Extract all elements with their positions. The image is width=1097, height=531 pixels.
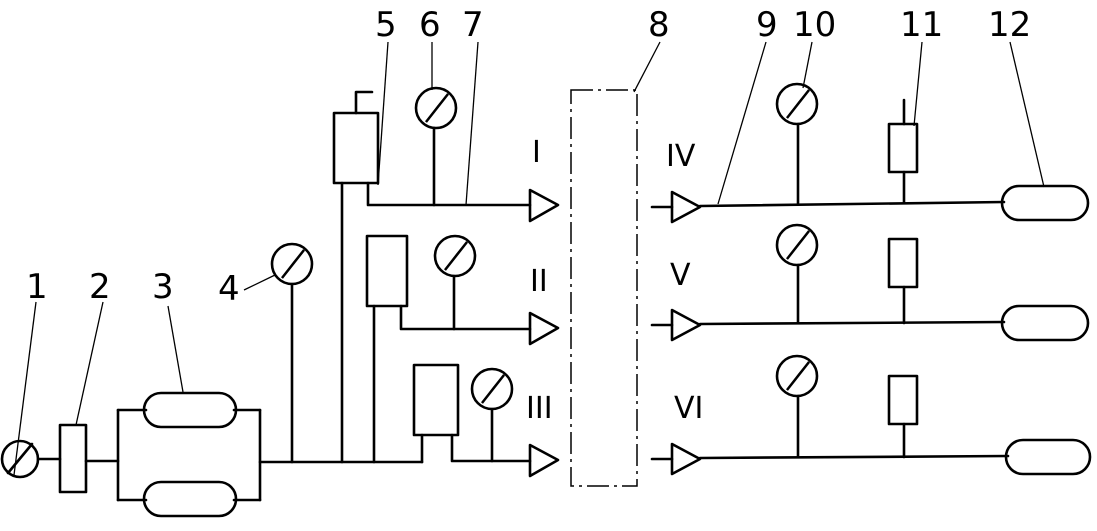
regulator-block-1 xyxy=(332,111,380,185)
port-label-ii: II xyxy=(530,264,548,299)
receiver-tank-lower xyxy=(142,480,238,518)
part-label-8: 8 xyxy=(648,5,670,45)
flow-direction-icon xyxy=(670,190,702,224)
outlet-branch-5 xyxy=(650,223,1090,342)
outlet-branch-6 xyxy=(650,354,1092,476)
flow-direction-icon xyxy=(528,311,560,346)
pressure-gauge-icon xyxy=(775,354,819,398)
valve-block-5 xyxy=(887,237,919,289)
part-label-4: 4 xyxy=(218,269,240,309)
branch-1 xyxy=(332,86,560,464)
outlet-branch-4 xyxy=(650,82,1090,224)
receiver-tanks xyxy=(116,391,262,518)
load-tank-6 xyxy=(1004,438,1092,476)
leader-lines xyxy=(13,41,1045,476)
port-label-vi: VI xyxy=(674,391,703,426)
part-label-3: 3 xyxy=(152,267,174,307)
load-tank-5 xyxy=(1000,304,1090,342)
flow-direction-icon xyxy=(528,188,560,223)
pressure-gauge-icon xyxy=(775,82,819,126)
pressure-gauge-icon xyxy=(775,223,819,267)
branch-3 xyxy=(412,363,560,478)
part-label-7: 7 xyxy=(462,5,484,45)
part-label-6: 6 xyxy=(419,5,441,45)
regulator-block-3 xyxy=(412,363,460,437)
supply-source-icon xyxy=(0,439,40,479)
port-label-iv: IV xyxy=(666,139,696,174)
pressure-gauge-icon xyxy=(470,367,514,411)
branch-2 xyxy=(365,234,560,464)
part-label-5: 5 xyxy=(375,5,397,45)
flow-direction-icon xyxy=(670,308,702,342)
port-label-iii: III xyxy=(526,391,553,426)
receiver-tank-upper xyxy=(142,391,238,429)
part-label-2: 2 xyxy=(89,267,111,307)
flow-direction-icon xyxy=(670,442,702,476)
part-label-10: 10 xyxy=(793,5,836,45)
pressure-gauge-icon xyxy=(433,234,477,278)
part-label-12: 12 xyxy=(988,5,1031,45)
part-label-9: 9 xyxy=(756,5,778,45)
part-labels: 1 2 3 4 5 6 7 8 9 10 11 12 xyxy=(26,5,1031,309)
flow-direction-icon xyxy=(528,443,560,478)
pressure-gauge-icon xyxy=(270,242,314,286)
test-chamber-boundary xyxy=(570,89,638,487)
part-label-11: 11 xyxy=(900,5,943,45)
filter-block xyxy=(58,423,88,494)
pressure-gauge-icon xyxy=(414,86,458,130)
regulator-block-2 xyxy=(365,234,409,308)
valve-block-6 xyxy=(887,374,919,426)
valve-block-4 xyxy=(887,122,919,174)
port-label-v: V xyxy=(670,258,691,293)
part-label-1: 1 xyxy=(26,267,48,307)
port-label-i: I xyxy=(532,135,541,170)
supply-section xyxy=(0,242,424,518)
load-tank-4 xyxy=(1000,184,1090,222)
port-labels: I II III IV V VI xyxy=(526,135,703,426)
